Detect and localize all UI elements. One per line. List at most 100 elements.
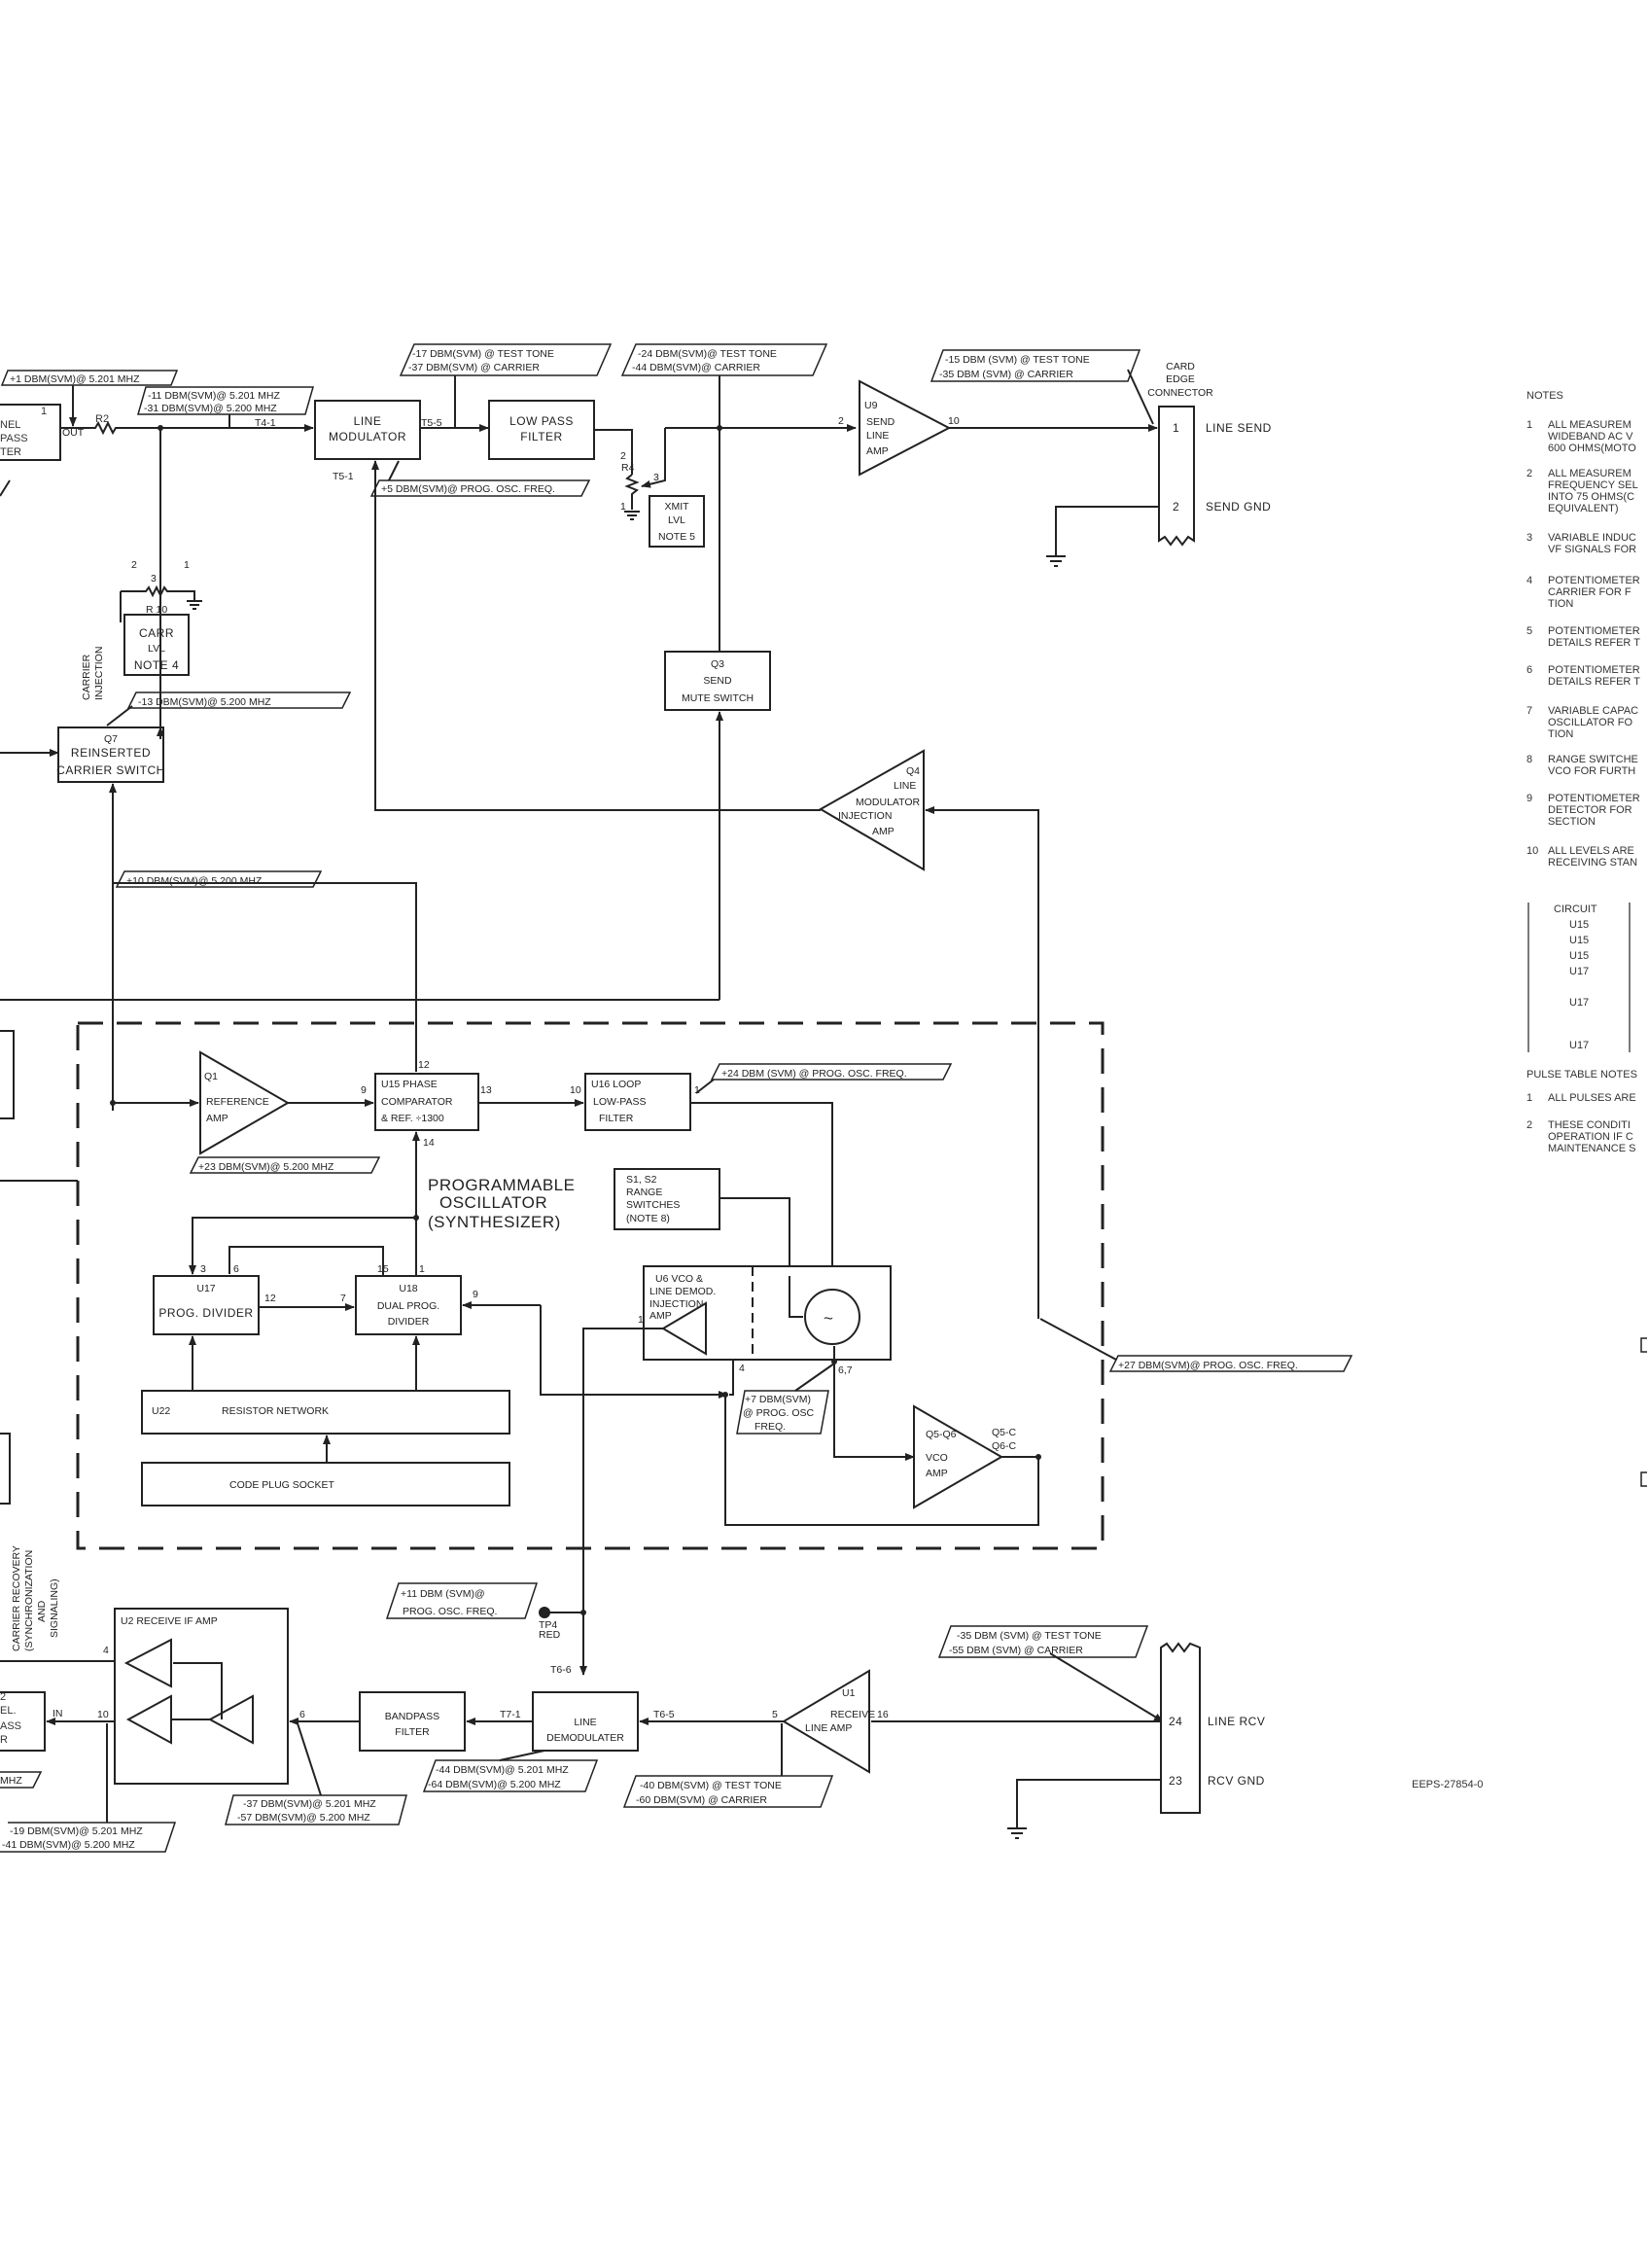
svg-text:2: 2: [1526, 1119, 1532, 1131]
svg-text:MUTE SWITCH: MUTE SWITCH: [682, 692, 754, 704]
svg-text:DUAL PROG.: DUAL PROG.: [377, 1300, 439, 1312]
svg-text:CARRIER SWITCH: CARRIER SWITCH: [56, 763, 165, 777]
svg-text:AMP: AMP: [866, 445, 889, 457]
carr-lvl-block: CARR LVL NOTE 4: [123, 614, 190, 676]
svg-text:Q5-C: Q5-C: [992, 1427, 1017, 1438]
svg-text:CARR: CARR: [139, 626, 174, 640]
svg-text:LINE DEMOD.: LINE DEMOD.: [649, 1286, 716, 1297]
svg-text:U22: U22: [152, 1405, 170, 1417]
svg-text:RANGE: RANGE: [626, 1187, 662, 1198]
receive-if-amp-block: U2 RECEIVE IF AMP: [114, 1608, 289, 1785]
synthesizer-title: PROGRAMMABLE OSCILLATOR (SYNTHESIZER): [428, 1176, 575, 1231]
level-tag-19: MHZ: [0, 1771, 43, 1789]
svg-text:OPERATION IF C: OPERATION IF C: [1548, 1131, 1633, 1143]
synthesizer-boundary: [76, 1021, 1105, 1550]
send-mute-switch-block: Q3 SEND MUTE SWITCH: [664, 651, 771, 711]
svg-text:SIGNALING): SIGNALING): [49, 1578, 60, 1638]
svg-text:OUT: OUT: [62, 427, 85, 439]
svg-text:EDGE: EDGE: [1166, 373, 1195, 385]
svg-text:14: 14: [423, 1137, 435, 1149]
svg-text:6: 6: [233, 1263, 239, 1275]
svg-text:-57 DBM(SVM)@ 5.200 MHZ: -57 DBM(SVM)@ 5.200 MHZ: [237, 1812, 370, 1824]
svg-text:-44 DBM(SVM)@ 5.201 MHZ: -44 DBM(SVM)@ 5.201 MHZ: [436, 1764, 569, 1776]
svg-text:NEL: NEL: [0, 419, 20, 431]
level-tag-5: -15 DBM (SVM) @ TEST TONE -35 DBM (SVM) …: [930, 349, 1141, 382]
svg-text:(SYNTHESIZER): (SYNTHESIZER): [428, 1213, 561, 1231]
card-edge-connector-top: 1 LINE SEND 2 SEND GND: [1158, 406, 1271, 547]
svg-text:LVL: LVL: [148, 643, 165, 655]
svg-text:DETECTOR FOR: DETECTOR FOR: [1548, 804, 1632, 816]
svg-text:Q5-Q6: Q5-Q6: [926, 1429, 957, 1440]
svg-text:-35 DBM (SVM) @ CARRIER: -35 DBM (SVM) @ CARRIER: [939, 369, 1073, 380]
svg-text:ASS: ASS: [0, 1720, 21, 1732]
svg-text:U15: U15: [1569, 919, 1589, 931]
svg-text:S1, S2: S1, S2: [626, 1174, 657, 1186]
svg-text:U17: U17: [1569, 1040, 1589, 1051]
svg-text:10: 10: [1526, 845, 1538, 857]
svg-text:TION: TION: [1548, 728, 1573, 740]
svg-text:SEND GND: SEND GND: [1206, 500, 1271, 514]
svg-text:EQUIVALENT): EQUIVALENT): [1548, 503, 1619, 514]
loop-filter-block: U16 LOOP LOW-PASS FILTER: [584, 1073, 691, 1131]
svg-text:Q6-C: Q6-C: [992, 1440, 1017, 1452]
svg-text:COMPARATOR: COMPARATOR: [381, 1096, 453, 1108]
svg-text:Q1: Q1: [204, 1071, 218, 1082]
send-line-amp: U9 SEND LINE AMP: [859, 379, 952, 477]
svg-text:LINE AMP: LINE AMP: [805, 1722, 852, 1734]
svg-text:-40 DBM(SVM) @ TEST TONE: -40 DBM(SVM) @ TEST TONE: [640, 1780, 782, 1791]
svg-text:(SYNCHRONIZATION: (SYNCHRONIZATION: [23, 1550, 35, 1651]
receive-line-amp: U1 RECEIVE LINE AMP: [782, 1669, 875, 1774]
svg-text:SEND: SEND: [866, 416, 895, 428]
svg-text:6,7: 6,7: [838, 1364, 853, 1376]
low-pass-filter-block: LOW PASS FILTER: [488, 400, 595, 460]
svg-text:VARIABLE INDUC: VARIABLE INDUC: [1548, 532, 1636, 544]
svg-text:INJECTION: INJECTION: [838, 810, 892, 822]
level-tag-6: +5 DBM(SVM)@ PROG. OSC. FREQ.: [369, 479, 591, 497]
svg-text:2: 2: [620, 450, 626, 462]
svg-text:INJECTION: INJECTION: [93, 647, 105, 700]
svg-text:2: 2: [131, 559, 137, 571]
svg-text:CIRCUIT: CIRCUIT: [1554, 904, 1597, 915]
svg-text:U6 VCO &: U6 VCO &: [655, 1273, 703, 1285]
svg-text:4: 4: [1526, 575, 1532, 586]
svg-text:MODULATOR: MODULATOR: [856, 797, 921, 808]
svg-text:CARRIER FOR F: CARRIER FOR F: [1548, 586, 1631, 598]
svg-text:2: 2: [0, 1691, 6, 1703]
svg-text:FREQ.: FREQ.: [754, 1421, 786, 1433]
range-switches-block: S1, S2 RANGE SWITCHES (NOTE 8): [614, 1168, 720, 1230]
svg-text:WIDEBAND AC V: WIDEBAND AC V: [1548, 431, 1633, 443]
svg-text:PASS: PASS: [0, 433, 28, 444]
svg-text:-64 DBM(SVM)@ 5.200 MHZ: -64 DBM(SVM)@ 5.200 MHZ: [428, 1779, 561, 1790]
svg-text:FILTER: FILTER: [395, 1726, 430, 1738]
svg-text:+5 DBM(SVM)@ PROG. OSC. FREQ.: +5 DBM(SVM)@ PROG. OSC. FREQ.: [381, 483, 555, 495]
bandpass-filter-block: BANDPASS FILTER: [359, 1691, 466, 1752]
svg-text:6: 6: [299, 1709, 305, 1720]
vco-amp: Q5-Q6 VCO AMP: [913, 1404, 1003, 1509]
svg-text:VCO FOR FURTH: VCO FOR FURTH: [1548, 765, 1635, 777]
svg-text:1: 1: [620, 501, 626, 513]
svg-text:3: 3: [653, 472, 659, 483]
svg-text:23: 23: [1169, 1774, 1182, 1788]
svg-text:LINE RCV: LINE RCV: [1208, 1715, 1265, 1728]
svg-text:5: 5: [772, 1709, 778, 1720]
svg-text:Q3: Q3: [711, 658, 724, 670]
svg-text:10: 10: [570, 1084, 581, 1096]
svg-text:U17: U17: [1569, 966, 1589, 977]
svg-text:THESE CONDITI: THESE CONDITI: [1548, 1119, 1631, 1131]
svg-text:3: 3: [151, 573, 157, 585]
svg-text:8: 8: [1526, 754, 1532, 765]
svg-text:XMIT: XMIT: [664, 501, 689, 513]
svg-text:ALL LEVELS ARE: ALL LEVELS ARE: [1548, 845, 1634, 857]
svg-text:T7-1: T7-1: [500, 1709, 521, 1720]
svg-text:2: 2: [838, 415, 844, 427]
level-tag-14: -35 DBM (SVM) @ TEST TONE -55 DBM (SVM) …: [937, 1625, 1149, 1658]
svg-text:U2 RECEIVE IF AMP: U2 RECEIVE IF AMP: [121, 1615, 218, 1627]
level-tag-11: +27 DBM(SVM)@ PROG. OSC. FREQ.: [1108, 1355, 1353, 1372]
svg-text:9: 9: [361, 1084, 367, 1096]
svg-text:U1: U1: [842, 1687, 856, 1699]
left-filter-bottom: 2 EL. ASS R: [0, 1691, 46, 1752]
